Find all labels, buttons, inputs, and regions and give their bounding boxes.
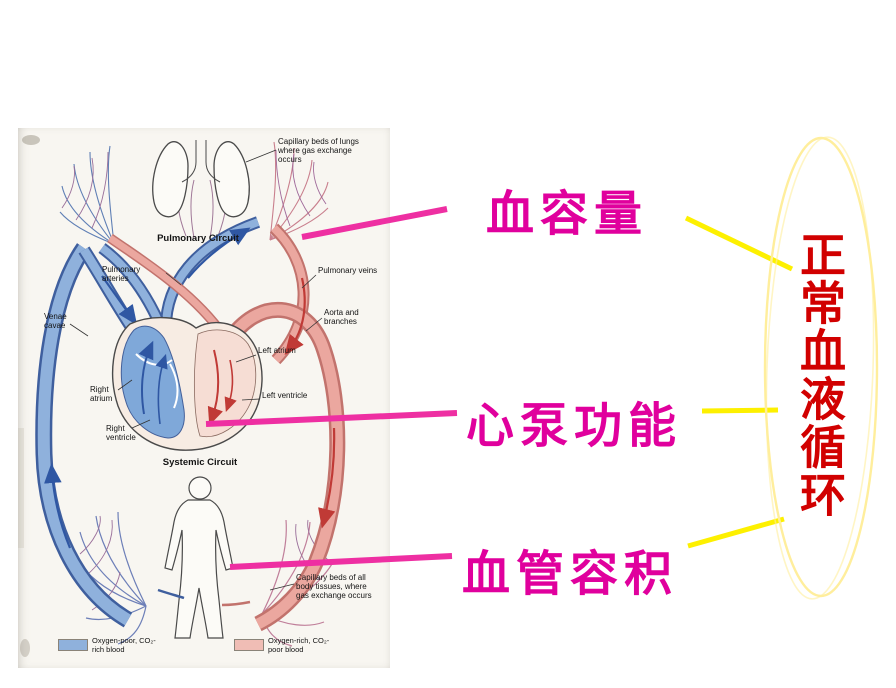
label-blood-volume: 血容量 bbox=[486, 186, 649, 242]
left-atrium-label: Left atrium bbox=[258, 346, 296, 355]
blood-volume-to-conclusion-line bbox=[684, 215, 794, 272]
right-ventricle-label: Right ventricle bbox=[106, 424, 136, 442]
venae-cavae-label: Venae cavae bbox=[44, 312, 67, 330]
leader-lines bbox=[69, 149, 323, 591]
lungs bbox=[152, 140, 250, 218]
pulmonary-arteries-label: Pulmonary arteries bbox=[102, 265, 141, 283]
right-atrium-label: Right atrium bbox=[90, 385, 113, 403]
flow-arrows bbox=[44, 227, 336, 549]
capillary-body-label: Capillary beds of all body tissues, wher… bbox=[296, 573, 372, 600]
left-ventricle-label: Left ventricle bbox=[262, 391, 308, 400]
legend-swatch-oxygen-rich bbox=[234, 639, 264, 651]
pulmonary-veins-label: Pulmonary veins bbox=[318, 266, 378, 275]
circulation-figure: Capillary beds of lungs where gas exchan… bbox=[18, 128, 390, 668]
capillary-lungs-label: Capillary beds of lungs where gas exchan… bbox=[278, 137, 359, 164]
scan-artifacts bbox=[18, 135, 40, 657]
pulmonary-circuit-label: Pulmonary Circuit bbox=[157, 233, 239, 244]
legend-label-oxygen-poor: Oxygen-poor, CO₂-rich blood bbox=[92, 636, 156, 654]
label-heart-pump-function: 心泵功能 bbox=[466, 398, 683, 454]
capillary-web-lung-left bbox=[59, 145, 115, 245]
human-figure bbox=[157, 476, 251, 639]
label-vessel-volume: 血管容积 bbox=[462, 546, 679, 602]
vessel-volume-to-conclusion-line bbox=[687, 516, 785, 549]
systemic-circuit-label: Systemic Circuit bbox=[162, 457, 238, 468]
conclusion-text: 正常血液循环 bbox=[793, 231, 847, 519]
aorta-label: Aorta and branches bbox=[324, 308, 359, 326]
aorta-vessel bbox=[221, 301, 346, 632]
legend-label-oxygen-rich: Oxygen-rich, CO₂-poor blood bbox=[268, 636, 330, 654]
pump-function-to-conclusion-line bbox=[701, 407, 779, 414]
legend-swatch-oxygen-poor bbox=[58, 639, 88, 651]
